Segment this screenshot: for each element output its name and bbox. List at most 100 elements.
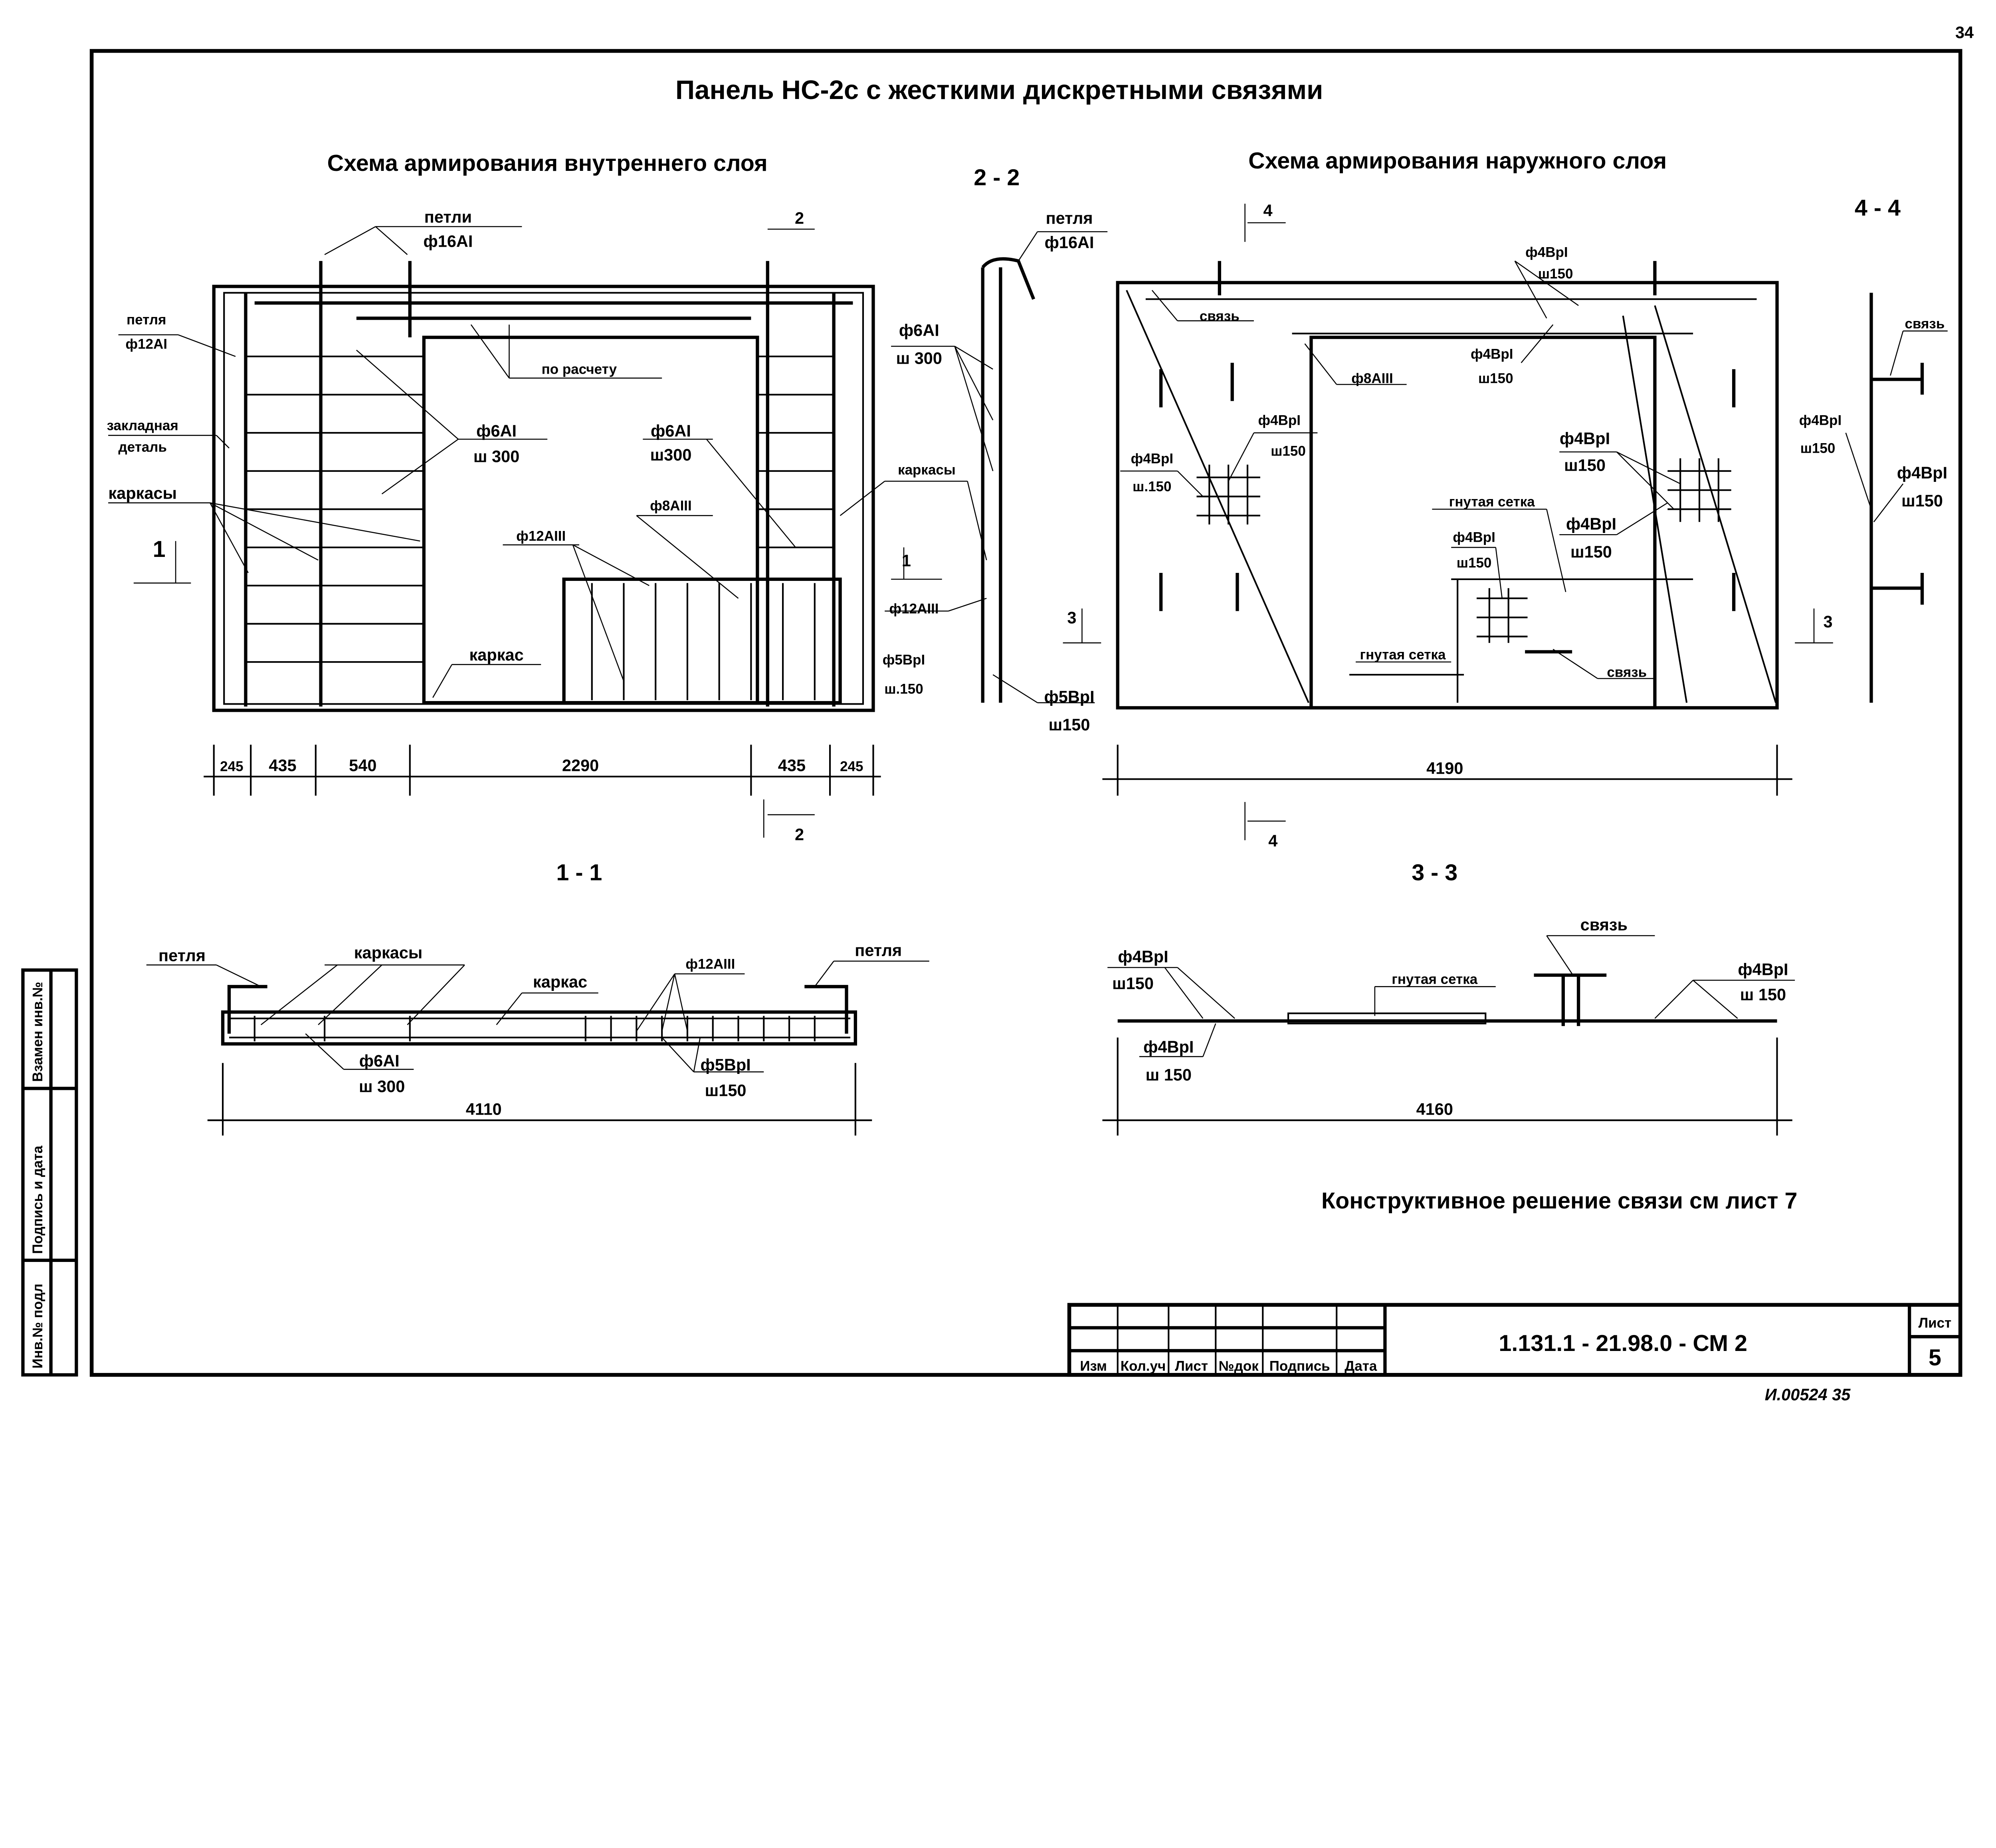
- label: ф4ВрI: [1897, 463, 1948, 482]
- dimension: 245: [840, 759, 863, 774]
- label: ф4ВрI: [1738, 960, 1788, 979]
- label: гнутая сетка: [1392, 971, 1478, 987]
- dimension: 4110: [465, 1100, 502, 1119]
- outer-layer-heading: Схема армирования наружного слоя: [1248, 148, 1667, 174]
- label: связь: [1607, 664, 1647, 680]
- label: ф12АI: [125, 336, 167, 352]
- label: ф6АI: [651, 421, 691, 440]
- label: ф8АIII: [1351, 370, 1393, 386]
- section-mark: 2: [795, 825, 804, 844]
- label: ш 150: [1740, 985, 1786, 1004]
- label: петля: [126, 312, 166, 328]
- label: каркасы: [108, 483, 177, 503]
- label: связь: [1199, 308, 1240, 324]
- dimension: 435: [778, 756, 806, 775]
- section-mark: 1: [152, 536, 166, 562]
- label: каркасы: [354, 943, 423, 962]
- dimension: 435: [269, 756, 297, 775]
- label: ф6АI: [899, 321, 939, 340]
- title-block-column: Лист: [1175, 1358, 1208, 1374]
- label: ш150: [1901, 491, 1943, 510]
- side-stamp-frame: [21, 968, 78, 1377]
- side-stamp-inv: Инв.№ подл: [30, 1283, 46, 1369]
- label: ф5ВрI: [882, 652, 925, 667]
- label: ш150: [1570, 542, 1612, 561]
- label: ш150: [1456, 555, 1492, 571]
- title-block-column: Изм: [1080, 1358, 1107, 1374]
- label: ш150: [705, 1081, 747, 1100]
- label: ф4ВрI: [1118, 947, 1168, 966]
- section-mark: 2: [795, 208, 804, 228]
- label: закладная: [107, 418, 178, 434]
- label: ф12АIII: [889, 601, 939, 617]
- side-stamp-replaces: Взамен инв.№: [30, 982, 46, 1082]
- title-block-frame: [1067, 1303, 1962, 1377]
- drawing-title: Панель НС-2с с жесткими дискретными связ…: [675, 75, 1323, 105]
- label: петля: [1046, 208, 1093, 228]
- label: ш 300: [358, 1077, 405, 1096]
- title-block-column: Подпись: [1269, 1358, 1330, 1374]
- label: петли: [424, 207, 472, 226]
- drawing-linework: [21, 49, 1962, 1377]
- label: гнутая сетка: [1449, 494, 1535, 510]
- section-mark: 1: [901, 551, 911, 570]
- label: ш.150: [1133, 479, 1172, 495]
- section-2-2-title: 2 - 2: [974, 164, 1020, 190]
- label: ш 300: [473, 447, 520, 466]
- section-4-4-linework: [1845, 293, 1948, 703]
- label: каркас: [533, 973, 588, 992]
- label: ш150: [1048, 715, 1090, 735]
- label: ф5ВрI: [1044, 687, 1095, 706]
- label: ш150: [1271, 443, 1306, 459]
- label: гнутая сетка: [1360, 647, 1446, 663]
- section-3-3-linework: [1102, 935, 1795, 1136]
- label: ф12АIII: [516, 528, 566, 544]
- label: ф5ВрI: [700, 1055, 751, 1074]
- label: ф16АI: [1044, 233, 1094, 252]
- label: ш150: [1564, 456, 1606, 475]
- title-block-column: №док: [1218, 1358, 1259, 1374]
- sheet-number: 5: [1928, 1345, 1941, 1371]
- label: деталь: [118, 439, 167, 455]
- label: ф8АIII: [650, 497, 692, 513]
- label: ф4ВрI: [1453, 529, 1495, 545]
- inner-layer-linework: [108, 226, 968, 838]
- label: каркас: [469, 645, 524, 664]
- page-number: 34: [1955, 23, 1974, 42]
- title-block-column: Дата: [1345, 1358, 1377, 1374]
- title-block-column: Кол.уч: [1120, 1358, 1166, 1374]
- label: ш150: [1478, 370, 1513, 386]
- label: ф4ВрI: [1470, 346, 1513, 362]
- label: связь: [1905, 315, 1945, 331]
- section-mark: 4: [1268, 831, 1278, 850]
- document-code: 1.131.1 - 21.98.0 - СМ 2: [1499, 1331, 1747, 1357]
- dimension: 2290: [562, 756, 599, 775]
- sheet-border: [89, 49, 1962, 1377]
- label: ш300: [650, 446, 692, 465]
- label: ф4ВрI: [1799, 412, 1842, 428]
- label: ш150: [1800, 440, 1836, 456]
- label: ф16АI: [423, 232, 473, 251]
- section-4-4-title: 4 - 4: [1854, 195, 1901, 221]
- label: ф4ВрI: [1258, 412, 1301, 428]
- section-mark: 3: [1823, 612, 1833, 631]
- label: петля: [855, 941, 902, 960]
- label: по расчету: [541, 361, 617, 377]
- label: каркасы: [898, 462, 956, 478]
- dimension: 540: [349, 756, 377, 775]
- outer-layer-linework: [1063, 204, 1833, 840]
- label: ш150: [1112, 974, 1154, 993]
- section-1-1-title: 1 - 1: [556, 860, 602, 885]
- drawing-sheet: 34 Панель НС-2с с жесткими дискретными с…: [21, 23, 1974, 1404]
- label: ш 150: [1145, 1065, 1192, 1084]
- label: ш.150: [884, 681, 923, 697]
- archive-number: И.00524 35: [1764, 1385, 1851, 1404]
- dimension: 4190: [1426, 759, 1463, 778]
- label: ш150: [1538, 266, 1573, 282]
- section-mark: 4: [1263, 201, 1273, 220]
- section-1-1-linework: [146, 961, 929, 1136]
- section-mark: 3: [1067, 608, 1077, 628]
- label: ф4ВрI: [1525, 244, 1568, 260]
- label: связь: [1580, 915, 1628, 934]
- construction-note: Конструктивное решение связи см лист 7: [1321, 1188, 1798, 1214]
